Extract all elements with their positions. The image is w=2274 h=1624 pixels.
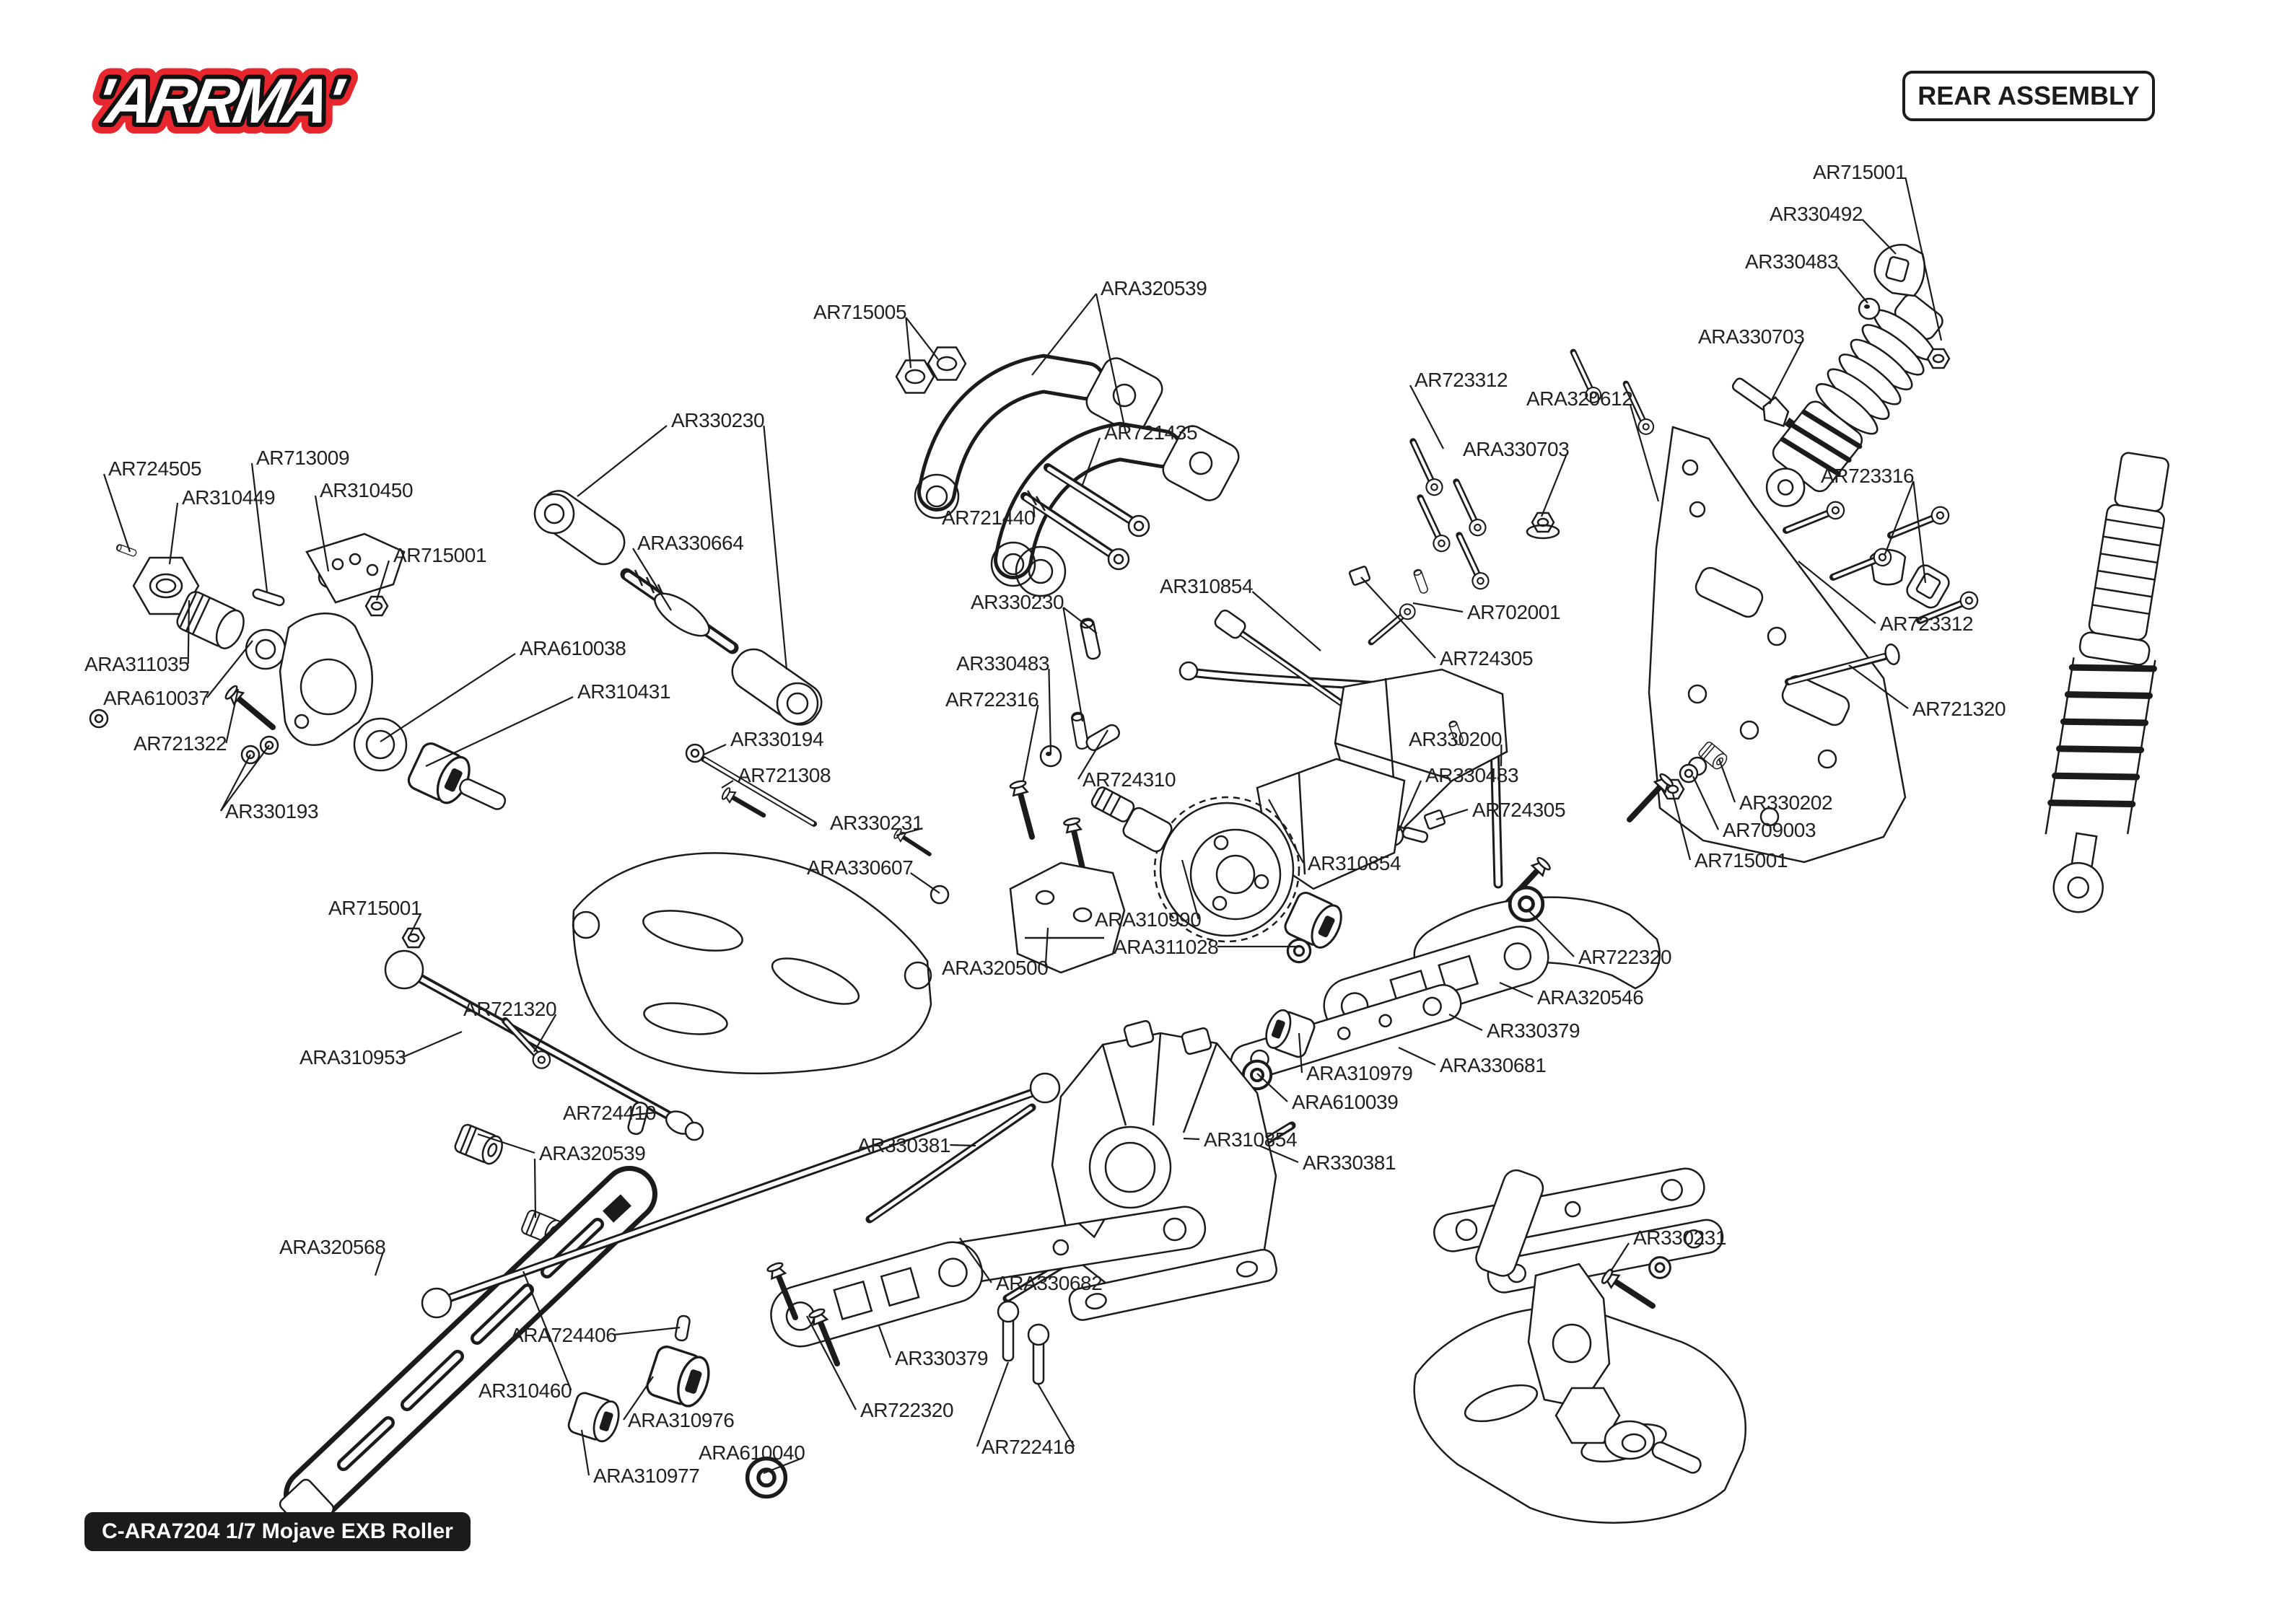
part-label: ARA610040 xyxy=(699,1441,805,1464)
rear-driveshaft xyxy=(384,927,704,1247)
part-label: ARA330682 xyxy=(996,1272,1103,1294)
part-label: AR330200 xyxy=(1409,728,1503,750)
part-label: ARA724406 xyxy=(510,1324,617,1346)
center-bottom-mounts xyxy=(421,1072,1207,1496)
product-badge: C-ARA7204 1/7 Mojave EXB Roller xyxy=(84,1512,471,1551)
part-label: AR722320 xyxy=(1578,946,1672,968)
part-label: AR715001 xyxy=(393,544,487,566)
part-label: AR722416 xyxy=(981,1436,1075,1458)
part-label: AR310431 xyxy=(577,680,671,703)
part-label: ARA320539 xyxy=(539,1142,646,1164)
part-label: ARA320546 xyxy=(1537,986,1644,1009)
mud-guards xyxy=(1256,668,1508,890)
part-label: AR724410 xyxy=(563,1102,657,1124)
part-label: AR702001 xyxy=(1467,601,1561,623)
part-label: ARA310990 xyxy=(1095,908,1202,931)
part-label: AR330194 xyxy=(730,728,824,750)
part-label: ARA330664 xyxy=(637,532,744,554)
part-label: AR715001 xyxy=(1813,161,1907,183)
part-label: ARA320539 xyxy=(1101,277,1207,299)
part-label: AR721320 xyxy=(463,998,557,1020)
part-label: AR721440 xyxy=(942,506,1036,529)
part-label: AR330381 xyxy=(1303,1151,1396,1174)
diff-mount xyxy=(1009,861,1126,974)
part-label: ARA330703 xyxy=(1463,438,1570,460)
shock-lower-right xyxy=(2045,452,2169,913)
part-label: AR709003 xyxy=(1723,819,1816,841)
part-label: AR330379 xyxy=(1487,1019,1580,1042)
part-label: ARA320568 xyxy=(279,1236,386,1258)
rocker-bolts xyxy=(1020,463,1150,571)
rocker-arm-pair xyxy=(915,354,1243,596)
part-label: ARA330703 xyxy=(1698,325,1805,348)
part-label: AR330483 xyxy=(1425,764,1519,786)
part-label: AR310854 xyxy=(1204,1128,1298,1151)
logo-text-fill: 'ARRMA' xyxy=(90,66,350,136)
part-label: ARA310977 xyxy=(593,1465,700,1487)
part-label: AR330483 xyxy=(956,652,1050,675)
chassis-brace xyxy=(279,1166,657,1535)
part-label: AR721308 xyxy=(738,764,831,786)
part-label: AR715001 xyxy=(1694,849,1788,872)
part-label: AR721320 xyxy=(1912,698,2006,720)
part-label: AR722320 xyxy=(860,1399,954,1421)
part-label: AR330483 xyxy=(1745,250,1839,273)
left-suspension-arm xyxy=(572,743,950,1075)
part-label: AR713009 xyxy=(256,447,350,469)
page-title: REAR ASSEMBLY xyxy=(1902,71,2155,121)
part-label: AR310460 xyxy=(478,1379,572,1402)
part-label: ARA320500 xyxy=(942,957,1049,979)
part-label: ARA610038 xyxy=(520,637,626,659)
part-label: AR330231 xyxy=(1633,1226,1727,1249)
shock-upper xyxy=(1765,294,1943,507)
part-label: ARA310953 xyxy=(299,1046,406,1068)
part-label: AR310450 xyxy=(320,479,414,501)
part-label: AR723312 xyxy=(1880,613,1974,635)
part-label: AR310854 xyxy=(1308,852,1401,874)
part-label: AR715001 xyxy=(328,897,422,919)
part-label: AR310449 xyxy=(182,486,276,509)
part-label: ARA311028 xyxy=(1114,936,1219,958)
part-label: AR721322 xyxy=(134,732,227,755)
part-label: AR721435 xyxy=(1104,421,1198,444)
part-label: AR330381 xyxy=(857,1134,951,1156)
part-label: AR330231 xyxy=(830,812,924,834)
part-label: ARA330681 xyxy=(1440,1054,1547,1076)
arm-brace-set xyxy=(1230,887,1661,1089)
rear-arm-assembly xyxy=(1413,1167,1746,1524)
part-label: AR330193 xyxy=(225,800,319,822)
part-label: AR330230 xyxy=(971,591,1064,613)
part-label: AR723312 xyxy=(1414,369,1508,391)
product-badge-text: C-ARA7204 1/7 Mojave EXB Roller xyxy=(102,1519,453,1543)
arrma-logo: 'ARRMA' 'ARRMA' 'ARRMA' xyxy=(72,51,419,155)
part-label: ARA310979 xyxy=(1306,1062,1413,1084)
part-label: AR330379 xyxy=(895,1347,989,1369)
logo-text-outline: 'ARRMA' xyxy=(90,66,350,136)
page-title-text: REAR ASSEMBLY xyxy=(1917,81,2140,110)
part-label: AR723316 xyxy=(1821,465,1915,487)
part-label: AR724505 xyxy=(108,457,202,480)
part-label: AR724305 xyxy=(1472,799,1566,821)
part-label: ARA311035 xyxy=(84,653,190,675)
part-label: AR724305 xyxy=(1440,647,1534,670)
part-label: AR310854 xyxy=(1160,575,1254,597)
part-label: AR330492 xyxy=(1770,203,1863,225)
logo-text-stroke: 'ARRMA' xyxy=(90,66,350,136)
part-label: ARA310976 xyxy=(628,1409,735,1431)
part-label: AR330230 xyxy=(671,409,765,431)
part-label: AR724310 xyxy=(1083,768,1176,791)
part-label: AR715005 xyxy=(813,301,907,323)
tower-screws-right xyxy=(1783,499,1980,685)
part-label: ARA610037 xyxy=(103,687,210,709)
left-hub-cluster xyxy=(89,532,507,810)
part-label: AR330202 xyxy=(1739,791,1833,814)
part-label: AR722316 xyxy=(945,688,1039,711)
part-label: ARA320612 xyxy=(1526,387,1633,410)
part-label: ARA330607 xyxy=(807,856,914,879)
shock-cap-parts xyxy=(1858,244,1951,369)
turnbuckle-assembly xyxy=(533,490,823,726)
part-label: ARA610039 xyxy=(1292,1091,1399,1113)
